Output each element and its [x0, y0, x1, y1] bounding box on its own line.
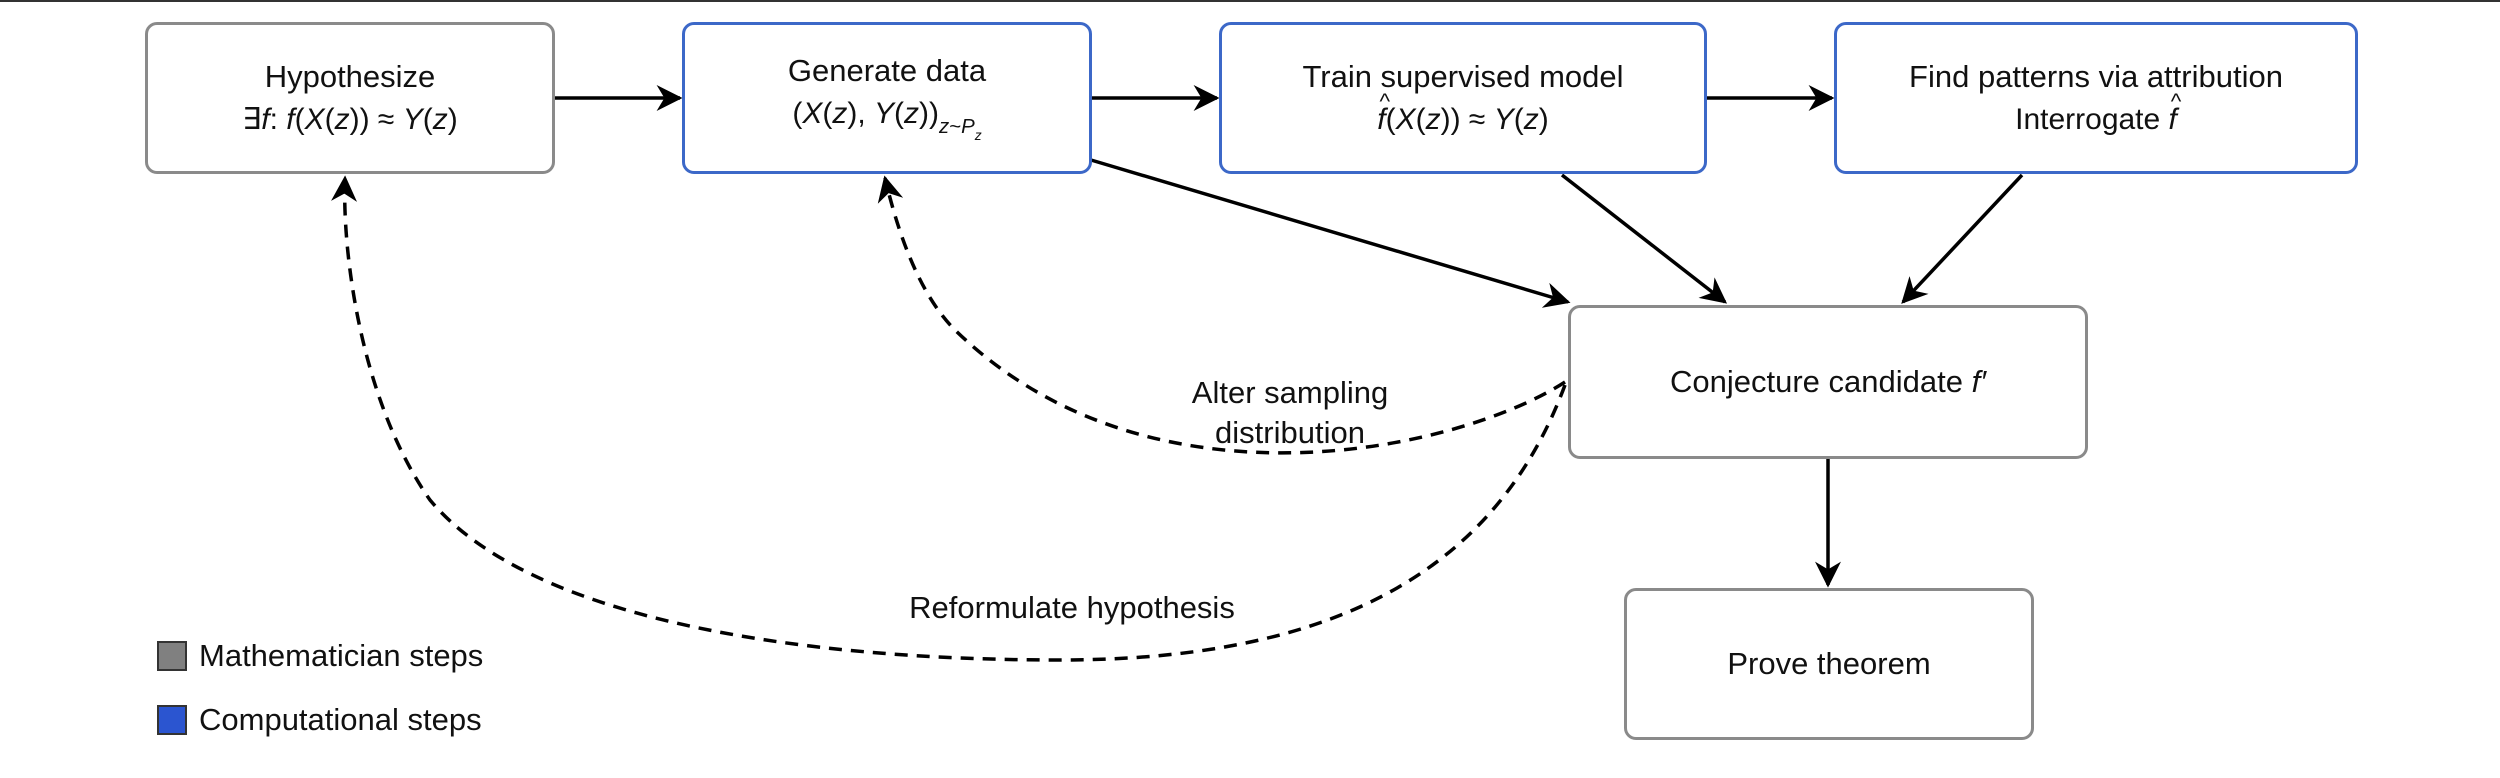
- hypothesize-title: Hypothesize: [264, 58, 436, 94]
- find-patterns-node: Find patterns via attribution Interrogat…: [1834, 22, 2358, 174]
- arrow-find-to-conjecture: [1901, 173, 2024, 304]
- find-patterns-title: Find patterns via attribution: [1909, 58, 2283, 94]
- legend-swatch-gray: [157, 641, 187, 671]
- hypothesize-formula: ∃f: f(X(z)) ≈ Y(z): [242, 102, 458, 136]
- generate-data-formula: (X(z), Y(z))z~Pz: [792, 97, 982, 144]
- legend-swatch-blue: [157, 705, 187, 735]
- arrow-reformulate-hypothesis: [331, 175, 1567, 662]
- prove-theorem-node: Prove theorem: [1624, 588, 2034, 740]
- alter-sampling-label: Alter sampling distribution: [1191, 375, 1389, 451]
- find-patterns-subtitle: Interrogate f: [2015, 86, 2182, 140]
- train-model-formula: f(X(z)) ≈ Y(z): [1377, 86, 1549, 140]
- arrow-train-to-conjecture: [1560, 173, 1728, 304]
- legend-mathematician-label: Mathematician steps: [199, 638, 484, 673]
- reformulate-hypothesis-label: Reformulate hypothesis: [909, 590, 1235, 625]
- hypothesize-node: Hypothesize ∃f: f(X(z)) ≈ Y(z): [145, 22, 555, 174]
- conjecture-text: Conjecture candidate f′: [1669, 363, 1987, 399]
- train-model-node: Train supervised model f(X(z)) ≈ Y(z): [1219, 22, 1707, 174]
- arrow-alter-sampling: [877, 175, 1566, 455]
- legend-computational-label: Computational steps: [199, 702, 482, 737]
- train-model-title: Train supervised model: [1302, 58, 1624, 94]
- top-border-line: [0, 0, 2500, 2]
- legend-mathematician: Mathematician steps: [157, 638, 483, 674]
- generate-data-title: Generate data: [787, 53, 987, 89]
- arrow-generate-to-conjecture: [1090, 158, 1571, 308]
- prove-theorem-text: Prove theorem: [1727, 645, 1931, 681]
- conjecture-node: Conjecture candidate f′: [1568, 305, 2088, 459]
- legend-computational: Computational steps: [157, 702, 482, 738]
- generate-data-node: Generate data (X(z), Y(z))z~Pz: [682, 22, 1092, 174]
